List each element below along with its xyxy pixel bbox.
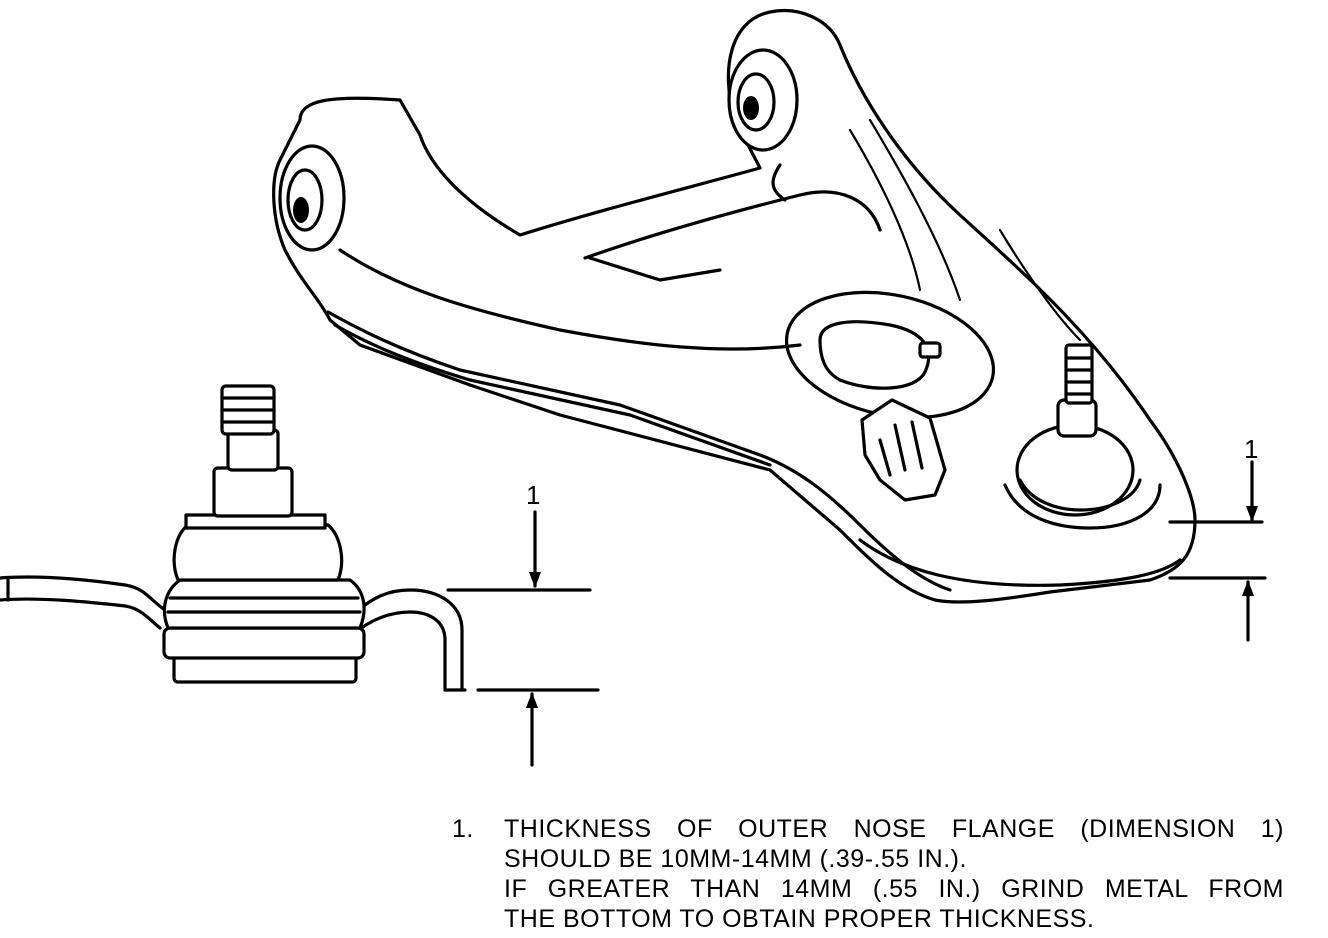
note-line-3: IF GREATER THAN 14MM (.55 IN.) GRIND MET…: [504, 875, 1284, 903]
dimension-label-right: 1: [1244, 434, 1258, 464]
dimension-right: 1: [1168, 434, 1267, 642]
note-body: THICKNESS OF OUTER NOSE FLANGE (DIMENSIO…: [504, 814, 1284, 934]
dimension-left: 1: [446, 480, 600, 767]
upper-control-arm: [272, 9, 1197, 604]
note-line-2: SHOULD BE 10MM-14MM (.39-.55 IN.).: [504, 845, 967, 873]
suspension-diagram: 1 1: [0, 9, 1267, 767]
note-number: 1.: [452, 815, 474, 843]
note-line-4: THE BOTTOM TO OBTAIN PROPER THICKNESS.: [504, 905, 1095, 933]
dimension-label-left: 1: [526, 480, 540, 510]
ball-joint-detail: [0, 384, 467, 692]
note-line-1: THICKNESS OF OUTER NOSE FLANGE (DIMENSIO…: [504, 815, 1284, 843]
